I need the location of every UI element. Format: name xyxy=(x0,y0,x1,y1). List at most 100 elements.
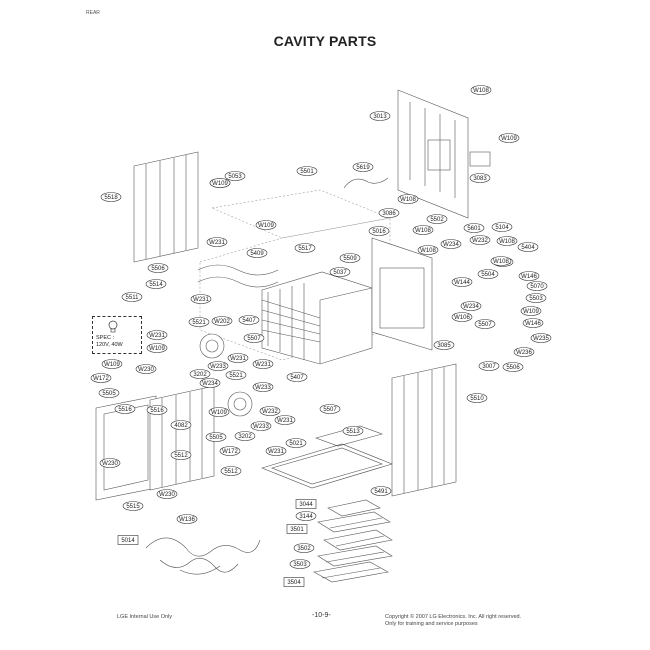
callout-label: W172 xyxy=(93,376,109,382)
callout-w108: W108 xyxy=(490,256,512,266)
callout-label: 5505 xyxy=(102,391,116,397)
callout-marker xyxy=(265,446,287,456)
callout-5409: 5409 xyxy=(246,248,268,258)
callout-marker xyxy=(397,194,419,204)
callout-4082: 4082 xyxy=(170,420,192,430)
callout-3504: 3504 xyxy=(283,577,305,587)
callout-label: 3202 xyxy=(193,372,207,378)
callout-label: 5491 xyxy=(374,489,388,495)
callout-w234: W234 xyxy=(440,239,462,249)
callout-marker xyxy=(293,543,315,553)
rack-3503 xyxy=(317,545,393,567)
callout-marker xyxy=(122,501,144,511)
callout-marker xyxy=(156,489,178,499)
callout-label: W144 xyxy=(454,280,470,286)
callout-5506: 5506 xyxy=(147,263,169,273)
callout-marker xyxy=(189,369,211,379)
callout-marker xyxy=(219,446,241,456)
callout-label: 5501 xyxy=(300,169,314,175)
callout-marker xyxy=(99,458,121,468)
callout-marker xyxy=(145,279,167,289)
callout-label: 5513 xyxy=(346,429,360,435)
callout-5491: 5491 xyxy=(370,486,392,496)
callout-label: 5507 xyxy=(323,407,337,413)
callout-marker xyxy=(147,263,169,273)
callout-label: W233 xyxy=(253,424,269,430)
callout-3502: 3502 xyxy=(293,543,315,553)
callout-label: 3502 xyxy=(297,546,311,552)
callout-label: 5601 xyxy=(467,226,481,232)
callout-label: 5502 xyxy=(430,217,444,223)
corner-mark: REAR xyxy=(86,10,100,16)
callout-marker xyxy=(491,222,513,232)
callout-marker xyxy=(176,514,198,524)
callout-label: W231 xyxy=(149,333,165,339)
callout-marker xyxy=(199,378,221,388)
callout-w236: W236 xyxy=(513,347,535,357)
part-drawings xyxy=(95,89,491,583)
callout-5512: 5512 xyxy=(220,466,242,476)
callout-w232: W232 xyxy=(259,406,281,416)
callout-5517: 5517 xyxy=(294,243,316,253)
callout-marker xyxy=(294,243,316,253)
left-side-panel xyxy=(133,151,199,263)
callout-w231: W231 xyxy=(252,359,274,369)
callout-label: W108 xyxy=(420,248,436,254)
callout-label: 5515 xyxy=(126,504,140,510)
callout-label: 5507 xyxy=(478,322,492,328)
callout-marker xyxy=(378,208,400,218)
callout-marker xyxy=(209,178,231,188)
callout-marker xyxy=(259,406,281,416)
callout-5511: 5511 xyxy=(121,292,143,302)
callout-5404: 5404 xyxy=(517,242,539,252)
callout-marker xyxy=(286,524,308,534)
callout-marker xyxy=(513,347,535,357)
callout-w108: W108 xyxy=(397,194,419,204)
callout-label: W230 xyxy=(102,461,118,467)
callout-label: W234 xyxy=(463,304,479,310)
callout-w231: W231 xyxy=(190,294,212,304)
callout-w146: W146 xyxy=(522,318,544,328)
callout-label: W106 xyxy=(454,315,470,321)
callout-label: 5511 xyxy=(126,295,140,301)
callout-marker xyxy=(440,239,462,249)
copyright-line: Copyright © 2007 LG Electronics. Inc. Al… xyxy=(385,614,522,620)
callout-w106: W106 xyxy=(451,312,473,322)
callout-label: 5016 xyxy=(372,229,386,235)
callout-w109: W109 xyxy=(209,178,231,188)
callout-label: W108 xyxy=(493,259,509,265)
callout-label: W231 xyxy=(193,297,209,303)
callout-5515: 5515 xyxy=(122,501,144,511)
footer-internal-note: LGE Internal Use Only xyxy=(117,614,173,620)
callout-marker xyxy=(474,319,496,329)
callout-label: 3007 xyxy=(482,364,496,370)
callout-marker xyxy=(121,292,143,302)
callout-label: W231 xyxy=(277,418,293,424)
callout-w234: W234 xyxy=(199,378,221,388)
callout-label: 5516 xyxy=(150,408,164,414)
callout-label: W109 xyxy=(212,181,228,187)
callout-5037: 5037 xyxy=(329,267,351,277)
callout-3083: 3083 xyxy=(469,173,491,183)
callout-label: 5104 xyxy=(495,225,509,231)
callout-5513: 5513 xyxy=(342,426,364,436)
callout-marker xyxy=(205,432,227,442)
callout-marker xyxy=(252,359,274,369)
callout-marker xyxy=(460,301,482,311)
callout-label: 3086 xyxy=(382,211,396,217)
callout-3044: 3044 xyxy=(295,499,317,509)
callout-5104: 5104 xyxy=(491,222,513,232)
callout-5518: 5518 xyxy=(100,192,122,202)
callout-label: 5507 xyxy=(247,336,261,342)
callout-marker xyxy=(518,271,540,281)
callout-label: W235 xyxy=(533,336,549,342)
callout-marker xyxy=(451,277,473,287)
cavity-back-wall xyxy=(371,237,433,351)
callout-label: W109 xyxy=(523,309,539,315)
callout-marker xyxy=(525,293,547,303)
callout-w231: W231 xyxy=(274,415,296,425)
callout-3007: 3007 xyxy=(478,361,500,371)
callout-marker xyxy=(496,236,518,246)
callout-label: 5504 xyxy=(481,272,495,278)
callout-5503: 5503 xyxy=(525,293,547,303)
